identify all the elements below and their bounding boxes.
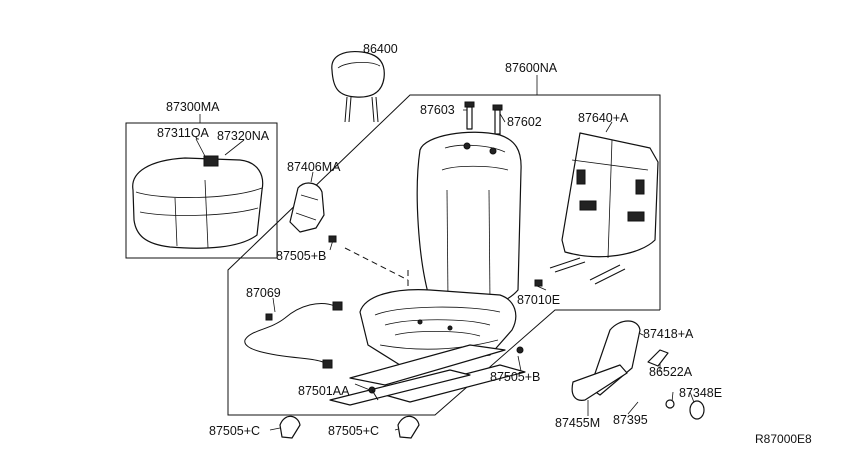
label-87505-C-left: 87505+C [209, 424, 260, 438]
small-parts-illustrations [665, 399, 705, 420]
label-87320NA: 87320NA [217, 129, 270, 143]
label-87505-C-right: 87505+C [328, 424, 379, 438]
part-labels: 86400 87600NA 87300MA 87311QA 87320NA 87… [157, 42, 812, 446]
side-cover-illustrations [571, 320, 669, 401]
label-86522A: 86522A [649, 365, 693, 379]
label-87640-A: 87640+A [578, 111, 629, 125]
label-87395: 87395 [613, 413, 648, 427]
label-87418-A: 87418+A [643, 327, 694, 341]
guide-lines [344, 247, 409, 290]
clip-illustrations [279, 415, 420, 439]
seat-cushion-illustration [132, 155, 264, 249]
label-87406MA: 87406MA [287, 160, 341, 174]
label-87010E: 87010E [517, 293, 560, 307]
bracket-illustration [289, 182, 337, 243]
label-87069: 87069 [246, 286, 281, 300]
frame-lines [125, 54, 696, 431]
label-87501AA: 87501AA [298, 384, 350, 398]
label-87505-B-left: 87505+B [276, 249, 326, 263]
label-87505-B-right: 87505+B [490, 370, 540, 384]
label-86400: 86400 [363, 42, 398, 56]
label-87348E: 87348E [679, 386, 722, 400]
label-87602: 87602 [507, 115, 542, 129]
fastener-illustrations [368, 279, 543, 401]
label-87300MA: 87300MA [166, 100, 220, 114]
seatback-illustration [416, 131, 522, 310]
label-87311QA: 87311QA [157, 126, 210, 140]
label-87603: 87603 [420, 103, 455, 117]
label-87600NA: 87600NA [505, 61, 558, 75]
label-87455M: 87455M [555, 416, 600, 430]
wire-harness-illustration [244, 301, 343, 369]
bolt-illustrations [464, 101, 503, 135]
headrest-illustration [331, 50, 385, 123]
seatback-board-illustration [549, 132, 659, 285]
diagram-reference-code: R87000E8 [755, 432, 812, 446]
seat-frame-illustration [329, 289, 526, 406]
